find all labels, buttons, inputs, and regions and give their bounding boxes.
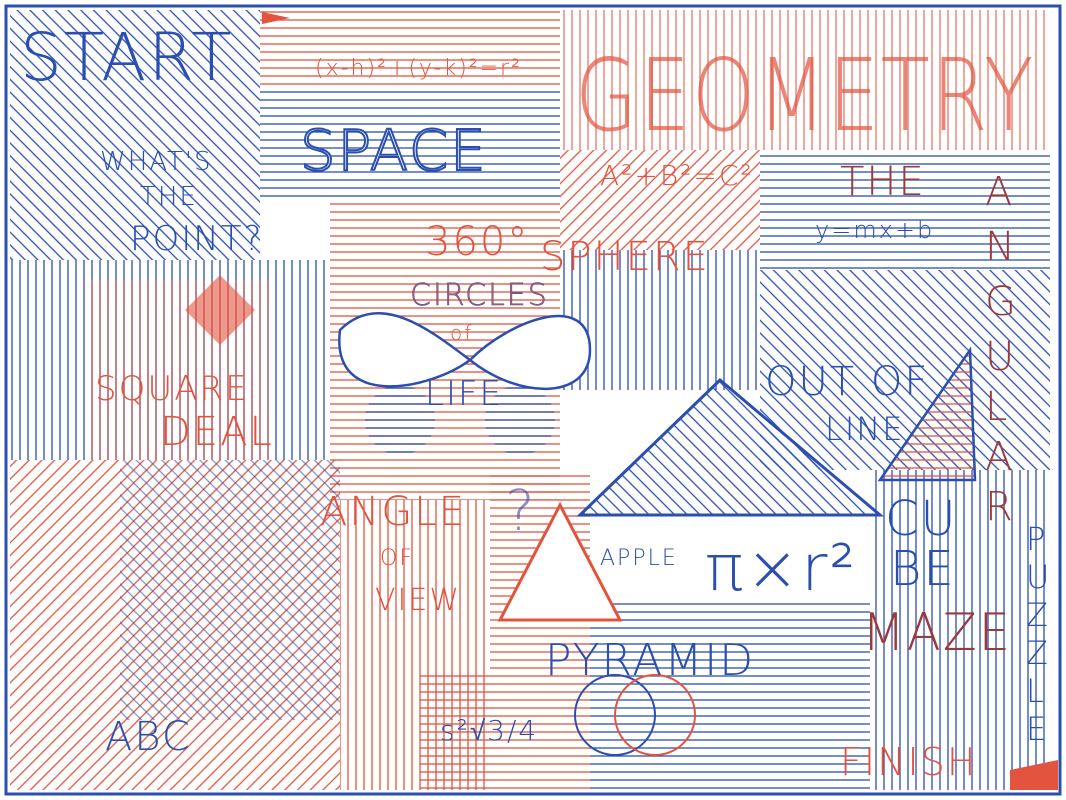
venn-circle-blue [574,674,656,756]
life-label: LIFE [425,374,503,414]
letter-label: L [985,384,1009,430]
letter-label: L [1026,672,1046,710]
triangle-area-label: s²√3/4 [440,714,538,747]
angle-label: ANGLE [320,489,466,535]
line-label: LINE [825,410,904,448]
start-flag [262,12,290,24]
maze-labels: START WHAT'S THE POINT? (x-h)²+(y-k)²=r²… [20,19,1051,784]
degrees-label: 360° [425,219,529,265]
letter-label: P [1026,520,1047,558]
circle-equation: (x-h)²+(y-k)²=r² [315,56,522,81]
letter-label: R [985,484,1015,530]
square-label: SQUARE [95,369,249,409]
apple-label: APPLE [600,546,678,571]
letter-label: E [1026,710,1048,748]
circles-label: CIRCLES [410,278,549,313]
shapes [185,12,1058,790]
finish-label: FINISH [840,740,977,784]
geometry-label: GEOMETRY [575,37,1035,154]
puzzle-vertical: P U Z Z L E [1026,520,1051,748]
maze-hatching [10,10,1050,790]
letter-label: G [985,279,1018,325]
deal-label: DEAL [160,409,274,455]
point-label: POINT? [130,219,264,259]
pyramid-label: PYRAMID [545,635,755,686]
be-label: BE [890,541,956,597]
angular-vertical: A N G U L A R [985,169,1018,530]
letter-label: U [985,334,1016,380]
letter-label: U [1026,558,1051,596]
letter-label: A [985,169,1014,215]
circle-right [485,385,555,455]
letter-label: Z [1026,634,1050,672]
pyramid-triangle-large [576,377,885,517]
maze-border [4,4,1062,796]
letter-label: A [985,434,1014,480]
the-angular-label: THE [840,159,926,205]
maze-label: MAZE [862,603,1012,663]
sphere-label: SPHERE [540,234,710,280]
pythagorean-label: A²+B²=C² [600,159,754,192]
space-label: SPACE [300,119,488,184]
venn-circle-red [614,674,696,756]
view-label: VIEW [375,583,461,618]
diamond-shape [185,275,255,345]
the-label: THE [140,182,198,212]
circle-left [365,385,435,455]
pyramid-triangle-small [497,501,623,622]
out-of-label: OUT OF [765,359,929,405]
letter-label: N [985,224,1017,270]
abc-label: ABC [105,714,192,760]
pi-r-squared-label: π×r² [705,532,857,606]
of-label: of [450,321,473,345]
cu-label: CU [885,491,958,547]
right-triangle [877,346,977,482]
start-label: START [20,19,234,96]
of-view-of-label: OF [380,546,414,571]
line-equation: y=mx+b [815,216,934,244]
letter-label: Z [1026,596,1050,634]
infinity-shape [338,311,592,390]
finish-flag [1010,760,1058,790]
whats-label: WHAT'S [100,147,213,177]
question-mark: ? [505,479,537,544]
